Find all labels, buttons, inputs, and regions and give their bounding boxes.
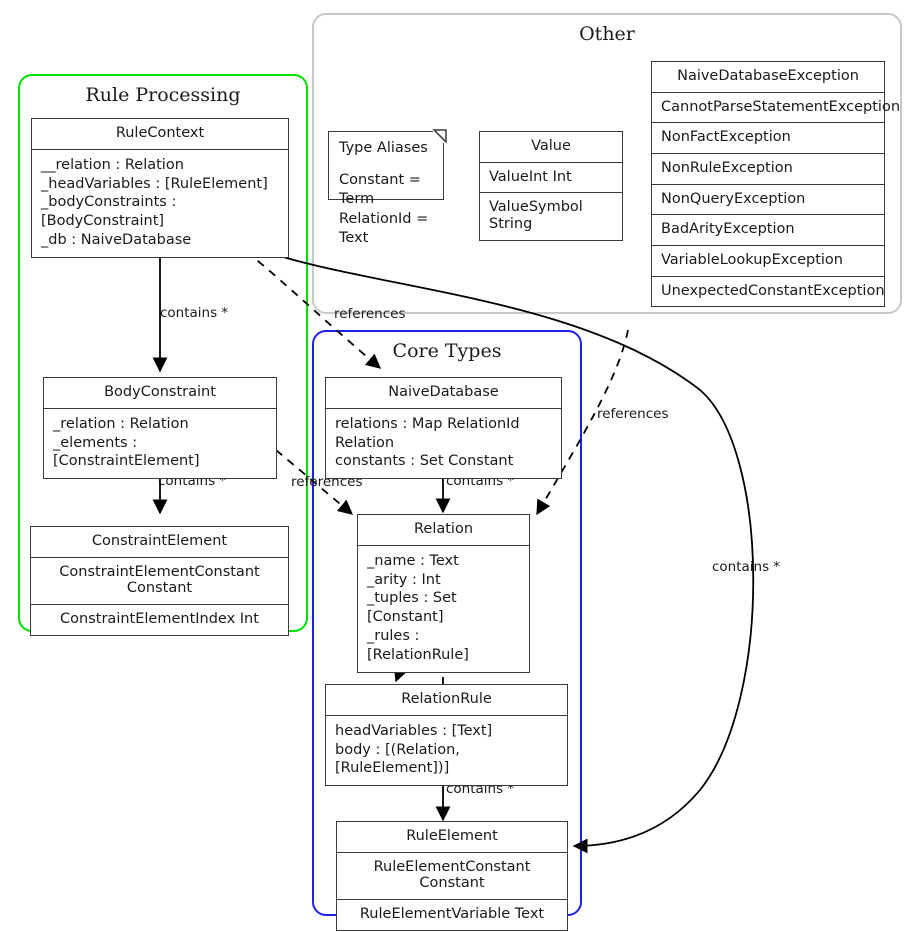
note-line: RelationId = Text bbox=[339, 210, 429, 247]
class-title-body-constraint: BodyConstraint bbox=[44, 378, 276, 409]
variant-row: BadArityException bbox=[652, 215, 884, 247]
class-title-relation-rule: RelationRule bbox=[326, 685, 567, 716]
variant-row: ConstraintElementConstant Constant bbox=[31, 558, 288, 606]
edge-label-ctx-contains-ruleelement: contains * bbox=[712, 559, 781, 575]
variant-row: VariableLookupException bbox=[652, 246, 884, 277]
class-title-rule-element: RuleElement bbox=[337, 822, 567, 853]
package-title-other: Other bbox=[579, 23, 635, 45]
variant-row: RuleElementConstant Constant bbox=[337, 853, 567, 901]
class-naive-database[interactable]: NaiveDatabase relations : Map RelationId… bbox=[325, 377, 562, 480]
variant-row: CannotParseStatementException bbox=[652, 93, 900, 124]
edge-label-ctx-references-naivedb: references bbox=[334, 306, 406, 322]
note-fold-icon bbox=[432, 129, 447, 144]
class-title-rule-context: RuleContext bbox=[32, 119, 288, 150]
attribute-row: relations : Map RelationId Relation bbox=[335, 415, 520, 451]
class-title-naive-database: NaiveDatabase bbox=[326, 378, 561, 409]
attribute-row: _bodyConstraints : [BodyConstraint] bbox=[41, 194, 177, 230]
class-title-exceptions: NaiveDatabaseException bbox=[652, 62, 884, 93]
attribute-row: constants : Set Constant bbox=[335, 453, 514, 470]
class-constraint-element[interactable]: ConstraintElement ConstraintElementConst… bbox=[30, 526, 289, 636]
class-rule-element[interactable]: RuleElement RuleElementConstant Constant… bbox=[336, 821, 568, 931]
edge-bodyconstraint-references-relation bbox=[275, 449, 354, 515]
note-line: Constant = Term bbox=[339, 171, 421, 208]
class-body-constraint[interactable]: BodyConstraint _relation : Relation _ele… bbox=[43, 377, 277, 480]
variant-row: UnexpectedConstantException bbox=[661, 282, 885, 299]
package-title-core-types: Core Types bbox=[392, 340, 502, 362]
variant-row: ValueSymbol String bbox=[489, 199, 583, 233]
attribute-row: _arity : Int bbox=[367, 571, 441, 588]
attribute-row: headVariables : [Text] bbox=[335, 722, 493, 739]
class-value[interactable]: Value ValueInt Int ValueSymbol String bbox=[479, 131, 623, 241]
edge-ctx-contains-ruleelement bbox=[208, 224, 755, 854]
class-rule-context[interactable]: RuleContext __relation : Relation _headV… bbox=[31, 118, 289, 258]
variant-row: NonRuleException bbox=[652, 154, 884, 185]
class-attributes-relation: _name : Text _arity : Int _tuples : Set … bbox=[358, 546, 529, 672]
attribute-row: _relation : Relation bbox=[53, 415, 189, 432]
attribute-row: __relation : Relation bbox=[41, 156, 184, 173]
class-title-constraint-element: ConstraintElement bbox=[31, 527, 288, 558]
edge-references-relation-right bbox=[536, 329, 629, 516]
variant-row: ValueInt Int bbox=[480, 163, 622, 194]
note-type-aliases: Type Aliases Constant = Term RelationId … bbox=[328, 131, 444, 246]
attribute-row: _name : Text bbox=[367, 552, 459, 569]
attribute-row: _db : NaiveDatabase bbox=[41, 232, 192, 249]
attribute-row: _rules : [RelationRule] bbox=[367, 628, 469, 663]
class-relation[interactable]: Relation _name : Text _arity : Int _tupl… bbox=[357, 514, 530, 673]
package-title-rule-processing: Rule Processing bbox=[85, 84, 241, 106]
note-title: Type Aliases bbox=[339, 140, 428, 156]
attribute-row: _elements : [ConstraintElement] bbox=[53, 434, 200, 470]
package-other: Other bbox=[312, 13, 902, 314]
edge-label-references-relation-right: references bbox=[597, 406, 669, 422]
attribute-row: _headVariables : [RuleElement] bbox=[41, 175, 268, 192]
attribute-row: body : [(Relation, [RuleElement])] bbox=[335, 741, 460, 777]
class-exceptions[interactable]: NaiveDatabaseException CannotParseStatem… bbox=[651, 61, 900, 308]
variant-row: RuleElementVariable Text bbox=[359, 906, 545, 923]
edge-label-ctx-contains-bodyconstraint: contains * bbox=[160, 305, 229, 321]
class-attributes-rule-context: __relation : Relation _headVariables : [… bbox=[32, 150, 288, 257]
class-attributes-naive-database: relations : Map RelationId Relation cons… bbox=[326, 409, 561, 479]
class-title-relation: Relation bbox=[358, 515, 529, 546]
variant-row: NonQueryException bbox=[652, 185, 884, 216]
class-attributes-body-constraint: _relation : Relation _elements : [Constr… bbox=[44, 409, 276, 479]
class-relation-rule[interactable]: RelationRule headVariables : [Text] body… bbox=[325, 684, 568, 787]
attribute-row: _tuples : Set [Constant] bbox=[367, 590, 457, 626]
class-title-value: Value bbox=[480, 132, 622, 163]
class-attributes-relation-rule: headVariables : [Text] body : [(Relation… bbox=[326, 716, 567, 786]
variant-row: NonFactException bbox=[652, 123, 884, 155]
variant-row: ConstraintElementIndex Int bbox=[60, 611, 259, 628]
